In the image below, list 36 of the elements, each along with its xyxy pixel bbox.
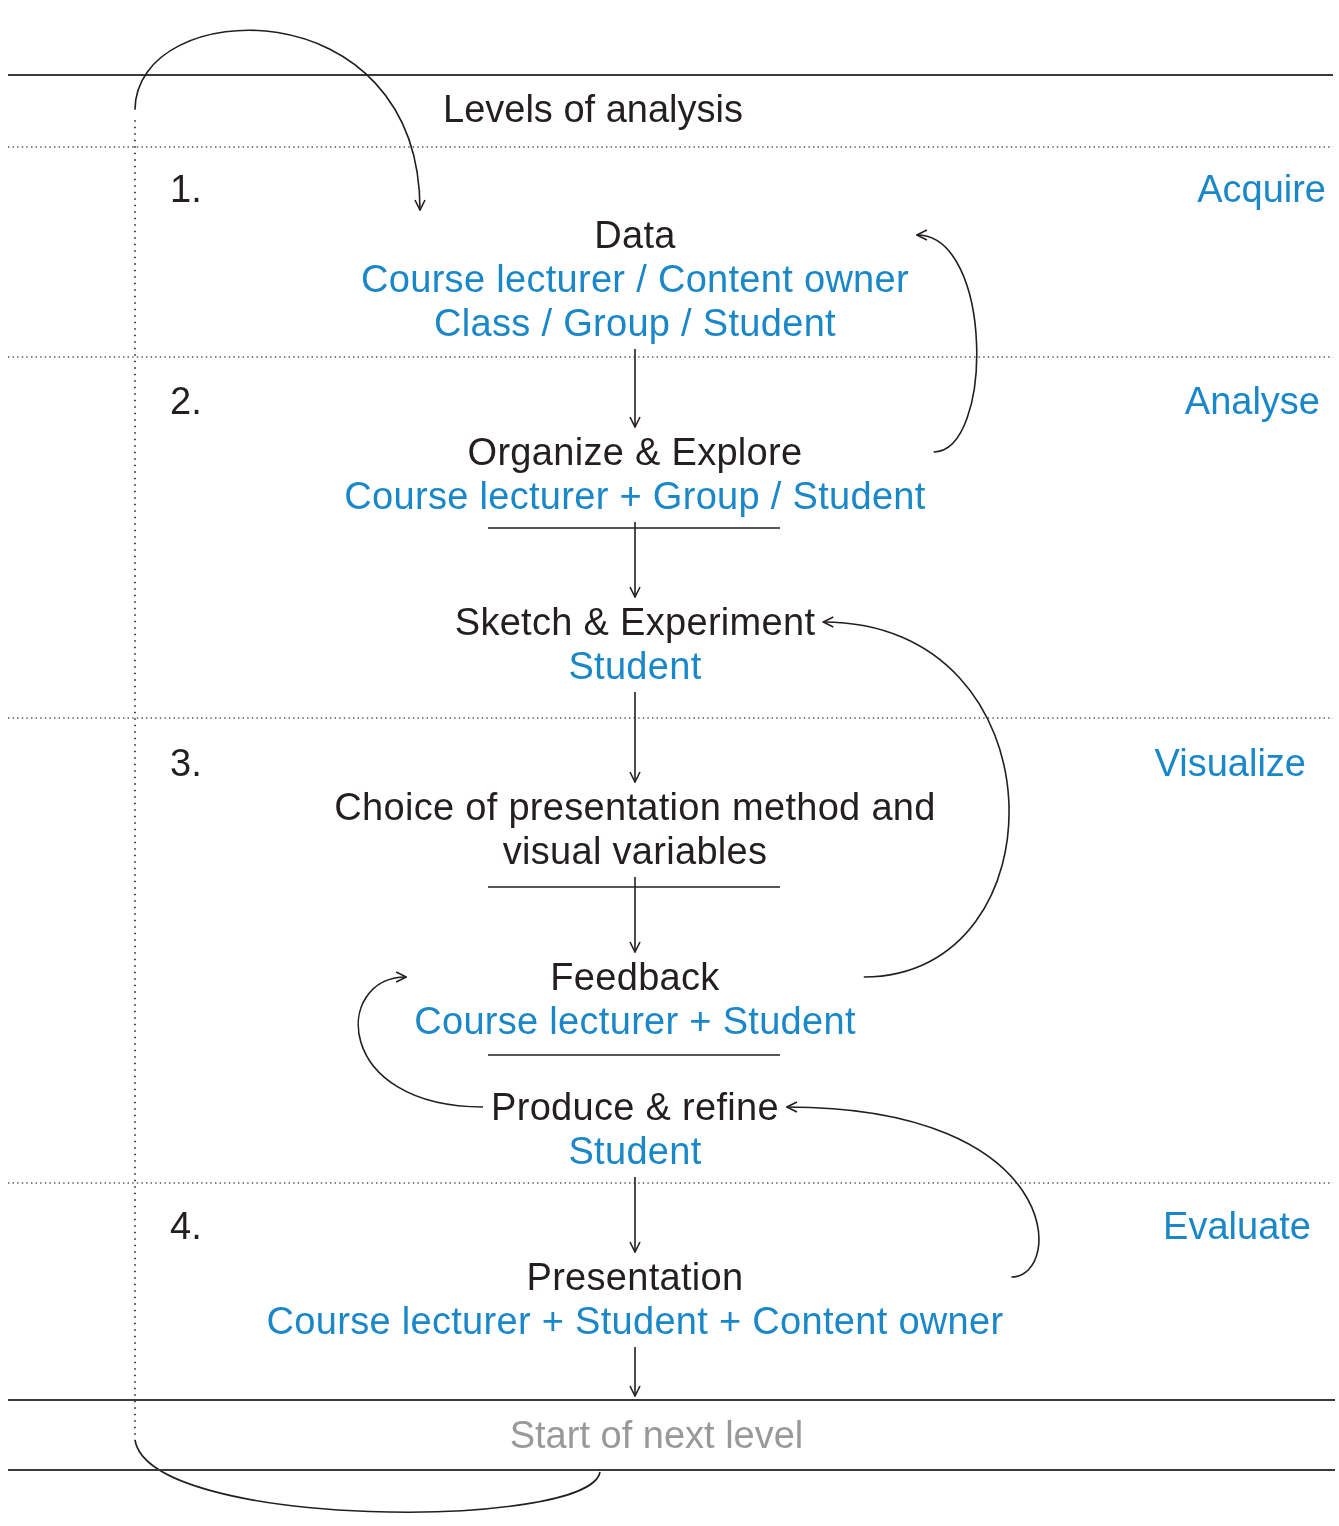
role-text: Course lecturer + Student <box>414 999 856 1043</box>
step-title: Produce & refine <box>491 1085 779 1129</box>
arrow <box>629 348 641 428</box>
phase-label: Acquire <box>1197 168 1326 211</box>
band-label: Start of next level <box>509 1413 804 1457</box>
role-text: Course lecturer / Content owner <box>361 257 909 301</box>
role-text: Course lecturer + Group / Student <box>344 474 926 518</box>
curved-arrow <box>822 617 1010 978</box>
arrow <box>629 1176 641 1253</box>
arrow <box>629 1346 641 1397</box>
curved-arrow <box>786 1101 1040 1278</box>
role-text: Student <box>568 1129 702 1173</box>
level-number: 3. <box>170 742 202 785</box>
phase-label: Visualize <box>1154 742 1306 785</box>
role-text: Class / Group / Student <box>434 301 836 345</box>
phase-label: Evaluate <box>1163 1205 1311 1248</box>
loop-arrow <box>134 29 601 1513</box>
curved-arrow <box>916 231 978 453</box>
arrow <box>629 691 641 783</box>
step-title: Sketch & Experiment <box>454 600 816 644</box>
step-title: Data <box>594 213 676 257</box>
level-number: 1. <box>170 168 202 211</box>
step-title: Organize & Explore <box>467 430 803 474</box>
level-number: 2. <box>170 380 202 423</box>
role-text: Student <box>568 644 702 688</box>
arrow <box>629 521 641 598</box>
level-number: 4. <box>170 1205 202 1248</box>
curved-arrow <box>357 972 484 1108</box>
arrow <box>629 876 641 953</box>
phase-label: Analyse <box>1184 380 1320 423</box>
role-text: Course lecturer + Student + Content owner <box>266 1299 1004 1343</box>
band <box>8 1399 1335 1471</box>
step-title: Choice of presentation method and visual variables <box>333 785 937 873</box>
step-title: Presentation <box>526 1255 744 1299</box>
step-title: Feedback <box>550 955 720 999</box>
diagram-title: Levels of analysis <box>443 88 743 131</box>
